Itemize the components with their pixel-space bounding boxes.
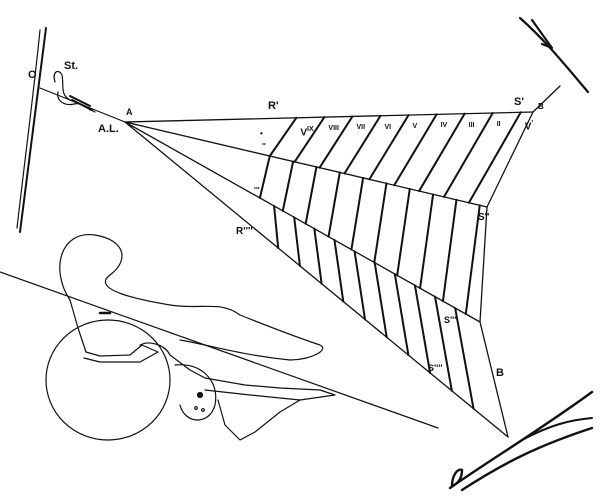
spiral-thread	[393, 273, 410, 357]
spiral-thread	[393, 113, 438, 187]
spiral-label: IV	[440, 122, 448, 130]
spider-leg	[139, 342, 336, 401]
radius-1	[124, 111, 534, 123]
spiral-thread	[373, 182, 388, 264]
radius-2	[124, 121, 488, 208]
spiral-thread	[350, 176, 365, 251]
spiral-thread	[434, 295, 453, 392]
spiral-thread	[467, 111, 522, 204]
spiral-label: VII	[356, 124, 366, 132]
spiral-label: VIX	[300, 125, 314, 139]
spiral-label: V'	[524, 120, 534, 133]
spider-silk-sac	[59, 234, 324, 361]
spiral-thread	[419, 193, 435, 290]
spiral-thread	[353, 250, 367, 321]
spiral-thread	[293, 116, 326, 163]
spiral-thread	[443, 111, 494, 198]
spiral-thread	[368, 114, 410, 181]
label-R2: ''	[262, 142, 266, 151]
spiral-thread	[258, 155, 271, 199]
label-A: A	[126, 107, 133, 117]
spiral-thread	[413, 284, 432, 374]
spiral-thread	[293, 216, 301, 267]
spiral-thread	[318, 115, 354, 169]
spiral-label: II	[496, 120, 501, 128]
spider-abdomen	[45, 319, 171, 441]
spiral-thread	[343, 114, 382, 175]
spiral-label: VI	[384, 123, 392, 131]
spider-cephalothorax	[174, 364, 217, 421]
spiral-thread	[273, 205, 280, 249]
spider-leg	[69, 299, 159, 363]
spiral-thread	[268, 116, 298, 157]
label-O: O	[28, 69, 37, 81]
bottom-right-branch	[448, 390, 594, 492]
spiral-thread	[441, 198, 458, 303]
spiral-thread	[418, 112, 466, 193]
spiral-thread	[373, 261, 388, 339]
label-S2: S''	[478, 212, 490, 223]
spiral-thread	[327, 171, 341, 238]
radius-4	[124, 121, 509, 438]
radius-3	[124, 121, 481, 323]
spiral-thread	[281, 160, 295, 212]
top-right-twig	[518, 16, 590, 94]
label-AL: A.L.	[98, 123, 119, 135]
spiral-label: VIII	[328, 125, 339, 133]
spiral-thread	[396, 187, 411, 277]
web-frame	[479, 85, 561, 438]
label-S1: S'	[514, 96, 524, 108]
left-twig	[16, 27, 47, 233]
spiral-label: III	[468, 121, 475, 129]
spiral-threads	[258, 111, 522, 410]
spiral-thread	[304, 165, 318, 225]
label-stabilimentum: St.	[64, 60, 79, 72]
label-S4: S''''	[428, 363, 443, 373]
label-R3: '''	[254, 186, 260, 195]
spiral-thread	[313, 227, 323, 285]
spider-leg	[217, 399, 301, 441]
spiral-thread	[464, 204, 481, 315]
label-B-top: B	[538, 102, 544, 111]
label-R1: R'	[268, 100, 279, 112]
label-B-bottom: B	[496, 367, 504, 379]
label-R4: R''''	[236, 226, 253, 237]
label-S3: S'''	[444, 315, 457, 325]
spider-thread	[0, 271, 439, 429]
spiral-thread	[333, 239, 345, 303]
label-dot: •	[260, 129, 263, 138]
stabilimentum	[53, 70, 96, 113]
spiral-thread	[454, 307, 475, 410]
spider	[45, 234, 336, 441]
spiral-label: V	[412, 123, 418, 131]
